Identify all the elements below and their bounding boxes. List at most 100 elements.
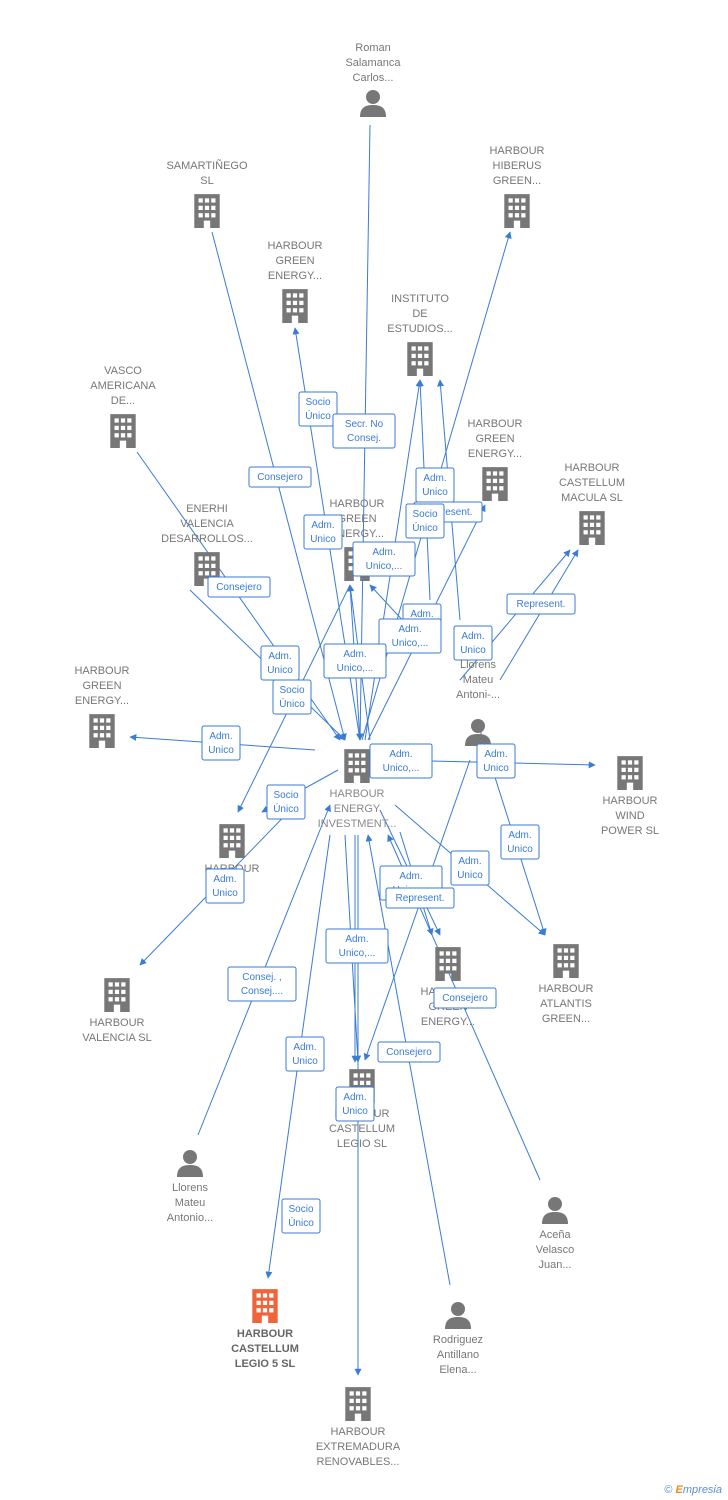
node-hge2[interactable]: HARBOURGREENENERGY... [467,418,523,501]
node-instituto[interactable]: INSTITUTODEESTUDIOS... [387,293,453,376]
edge-label-text: Consejero [216,582,262,593]
edge-label-text: Represent. [517,599,566,610]
building-icon [617,756,643,790]
edge-label[interactable]: Adm.Unico [450,850,490,886]
node-label-line: INVESTMENT... [318,818,397,830]
edge-label-text: Unico [457,870,483,881]
node-label-line: ENERGY [334,803,381,815]
node-label-line: ENERHI [186,503,228,515]
node-label-line: Antoni-... [456,689,500,701]
edge-label-box [325,928,389,964]
node-label-line: Rodriguez [433,1334,483,1346]
node-hiberus[interactable]: HARBOURHIBERUSGREEN... [489,145,545,228]
node-acena[interactable]: AceñaVelascoJuan... [536,1197,575,1271]
edge-label[interactable]: Adm.Unico [260,645,300,681]
edge-label-text: Socio [305,397,330,408]
edge-label[interactable]: Adm.Unico,... [325,928,389,964]
edge-label-text: Consejero [257,472,303,483]
node-label-line: Elena... [439,1364,476,1376]
building-icon [407,342,433,376]
edge-label[interactable]: Represent. [385,887,455,909]
edge-label[interactable]: Represent. [506,593,576,615]
node-label-line: HARBOUR [267,240,322,252]
edge-label-box [378,618,442,654]
node-label-line: POWER SL [601,825,659,837]
edge-label[interactable]: Adm.Unico,... [352,541,416,577]
edge-label[interactable]: Adm.Unico,... [369,743,433,779]
node-label-line: ENERGY... [75,695,129,707]
node-label-line: HARBOUR [489,145,544,157]
edge-label[interactable]: Adm.Unico [415,467,455,503]
node-extremadura[interactable]: HARBOUREXTREMADURARENOVABLES... [316,1387,401,1468]
node-label-line: DESARROLLOS... [161,533,253,545]
edge-label-text: Adm. [345,934,368,945]
node-label-line: Aceña [539,1229,571,1241]
node-llorens2[interactable]: LlorensMateuAntonio... [167,1150,213,1224]
brand-footer[interactable]: © Empresia [664,1484,722,1496]
edge-label-text: Unico,... [392,638,429,649]
edge-label-box [433,987,497,1009]
edge-label-text: Socio [279,685,304,696]
edge-label[interactable]: Adm.Unico [303,514,343,550]
edge-label[interactable]: Consejero [433,987,497,1009]
edge-label[interactable]: Adm.Unico [285,1036,325,1072]
node-label-line: EXTREMADURA [316,1441,401,1453]
node-label-line: Juan... [538,1259,571,1271]
edge-label-box [405,503,445,539]
node-label-line: RENOVABLES... [317,1456,400,1468]
node-label-line: ENERGY... [268,270,322,282]
node-hge1[interactable]: HARBOURGREENENERGY... [267,240,323,323]
edge-label-box [377,1041,441,1063]
person-icon [177,1150,203,1177]
node-label-line: ENERGY... [468,448,522,460]
edge-label-text: Adm. [268,651,291,662]
node-label-line: HARBOUR [329,498,384,510]
edge-label[interactable]: Adm.Unico [476,743,516,779]
edge-label-text: Único [279,697,305,710]
node-hge3[interactable]: HARBOURGREENENERGY... [329,498,385,581]
edge-label[interactable]: Adm.Unico [205,868,245,904]
edge-label[interactable]: Consejero [377,1041,441,1063]
node-label-line: VALENCIA SL [82,1032,152,1044]
edge-label-box [205,868,245,904]
edge-label[interactable]: Consej. ,Consej.... [227,966,297,1002]
edge-label[interactable]: Consejero [207,576,271,598]
node-atlantis[interactable]: HARBOURATLANTISGREEN... [538,944,594,1025]
node-rodriguez[interactable]: RodriguezAntillanoElena... [433,1302,483,1376]
node-vasco[interactable]: VASCOAMERICANADE... [90,365,156,448]
edge-label-box [369,743,433,779]
building-icon [282,289,308,323]
edge-label-box [281,1198,321,1234]
edge-label[interactable]: Adm.Unico,... [323,643,387,679]
node-llorens1[interactable]: LlorensMateuAntoni-... [456,659,500,746]
edge-label[interactable]: Adm.Unico [453,625,493,661]
edge-label[interactable]: Adm.Unico [500,824,540,860]
edge-label-box [207,576,271,598]
edge-label[interactable]: Adm.Unico [335,1086,375,1122]
edge-label[interactable]: Adm.Unico,... [378,618,442,654]
node-enerhi[interactable]: ENERHIVALENCIADESARROLLOS... [161,503,253,586]
edge-label-box [453,625,493,661]
edge-label[interactable]: Consejero [248,466,312,488]
edge-label[interactable]: Adm.Unico [201,725,241,761]
node-center[interactable]: HARBOURENERGYINVESTMENT... [318,749,397,830]
edge-label-text: Adm. [213,874,236,885]
edge-label-text: Represent. [396,893,445,904]
edge-label-text: Adm. [209,731,232,742]
node-label-line: Mateu [175,1197,206,1209]
edge-label-text: Único [273,802,299,815]
node-label-line: Carlos... [353,72,394,84]
node-hge4[interactable]: HARBOURGREENENERGY... [74,665,130,748]
node-roman[interactable]: RomanSalamancaCarlos... [345,42,401,117]
